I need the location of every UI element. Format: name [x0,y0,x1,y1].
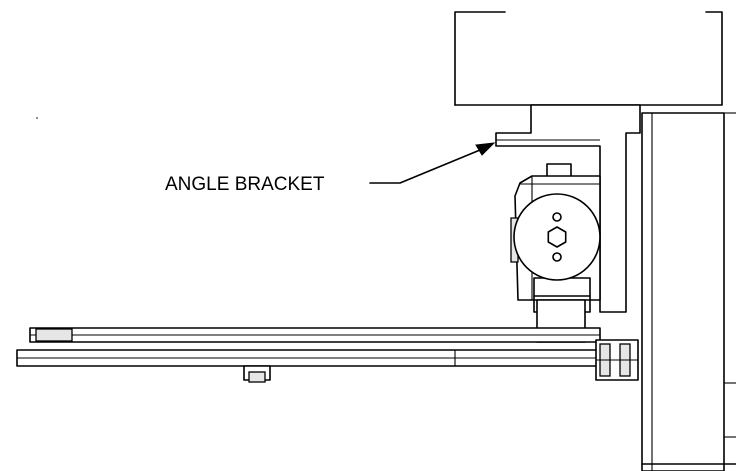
bolt [243,365,271,383]
callout-leader-angle-bracket [369,142,496,184]
roller-assembly [595,339,639,381]
angle-bracket [495,104,641,313]
hex-bolt-icon [547,226,567,248]
callout-label-angle-bracket: ANGLE BRACKET [165,174,325,195]
header-block [454,11,723,106]
lower-arm-track [16,349,630,367]
drive-disc [513,193,601,281]
artifact-dot [36,117,38,119]
arrowhead-icon [475,142,496,156]
door-frame [641,112,736,471]
upper-arm [29,327,601,343]
